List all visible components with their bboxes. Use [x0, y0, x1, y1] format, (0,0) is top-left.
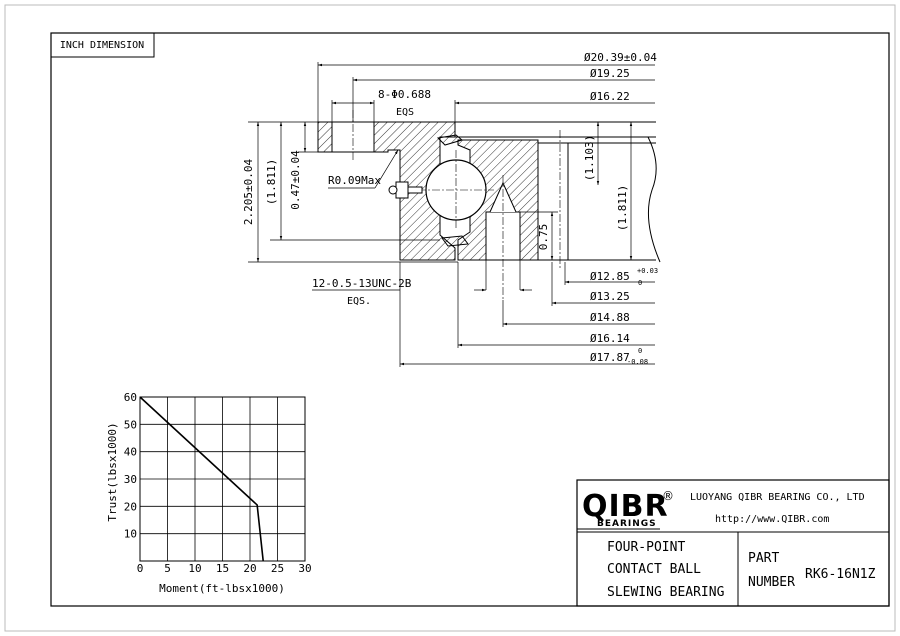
part-number: RK6-16N1Z: [805, 567, 876, 582]
dim-13-25: Ø13.25: [590, 290, 630, 303]
dim-17-87: Ø17.87: [590, 351, 630, 364]
chart-x-tick-label: 15: [216, 562, 229, 575]
chart-grid: [139, 396, 306, 562]
dim-1103: (1.103): [583, 135, 596, 181]
dim-outer-pcd: Ø19.25: [590, 67, 630, 80]
chart-xlabel: Moment(ft-lbsx1000): [159, 582, 285, 595]
chart-x-tick-label: 30: [298, 562, 311, 575]
chart-y-tick-label: 20: [124, 500, 137, 513]
dim-thread-eqs: EQS.: [347, 296, 371, 307]
logo-text: QIBR: [582, 489, 669, 524]
dim-16-14: Ø16.14: [590, 332, 630, 345]
title-block: [576, 479, 890, 607]
part-label-1: PART: [748, 551, 779, 566]
dim-14-88: Ø14.88: [590, 311, 630, 324]
dim-outer-holes: 8-Φ0.688: [378, 88, 431, 101]
chart-y-tick-label: 30: [124, 473, 137, 486]
dim-1811-right: (1.811): [616, 185, 629, 231]
header-label: INCH DIMENSION: [60, 40, 144, 51]
dim-17-87-tol-lower: -0.08: [627, 358, 648, 366]
bottom-seal: [441, 235, 469, 247]
logo-registered: ®: [662, 489, 674, 503]
description-line-2: CONTACT BALL: [607, 562, 701, 577]
dim-bore: Ø12.85: [590, 270, 630, 283]
dim-075: 0.75: [537, 224, 550, 251]
chart-y-tick-label: 40: [124, 446, 137, 459]
chart-ticks: 0 5 10 15 20 25 30 10 20 30 40 50 60: [124, 391, 312, 575]
dimension-text: Ø20.39±0.04 Ø19.25 Ø16.22 8-Φ0.688 EQS R…: [242, 51, 658, 366]
load-chart: 0 5 10 15 20 25 30 10 20 30 40 50 60 Moment(ft-lbsx1…: [106, 391, 312, 595]
dim-radius: R0.09Max: [328, 174, 381, 187]
part-label-2: NUMBER: [748, 575, 795, 590]
description-line-1: FOUR-POINT: [607, 540, 685, 555]
chart-y-tick-label: 60: [124, 391, 137, 404]
dim-047: 0.47±0.04: [289, 150, 302, 210]
dim-16-22: Ø16.22: [590, 90, 630, 103]
chart-y-tick-label: 10: [124, 528, 137, 541]
dim-thread: 12-0.5-13UNC-2B: [312, 277, 412, 290]
bearing-section: [317, 110, 661, 300]
dim-bore-tol-lower: 0: [638, 279, 642, 287]
chart-x-tick-label: 10: [188, 562, 201, 575]
dim-17-87-tol-upper: 0: [638, 347, 642, 355]
logo-subtitle: BEARINGS: [597, 519, 657, 529]
chart-x-tick-label: 5: [164, 562, 171, 575]
chart-y-tick-label: 50: [124, 418, 137, 431]
dim-outer-diameter: Ø20.39±0.04: [584, 51, 657, 64]
header-box: [50, 32, 155, 58]
company-website: http://www.QIBR.com: [715, 514, 829, 525]
chart-series: [139, 396, 264, 562]
chart-ylabel: Trust(lbsx1000): [106, 422, 119, 521]
dimension-lines: [248, 62, 655, 367]
dim-1811-left: (1.811): [265, 159, 278, 205]
chart-series-line: [139, 396, 264, 562]
chart-x-tick-label: 25: [271, 562, 284, 575]
outer-frame: [4, 4, 896, 632]
company-name: LUOYANG QIBR BEARING CO., LTD: [690, 492, 865, 503]
dim-bore-tol-upper: +0.03: [637, 267, 658, 275]
grease-nipple: [388, 181, 423, 199]
logo: QIBR ® BEARINGS: [582, 489, 674, 529]
dim-total-height: 2.205±0.04: [242, 159, 255, 226]
drawing-border: [50, 32, 890, 607]
dim-outer-holes-eqs: EQS: [396, 107, 414, 118]
chart-x-tick-label: 20: [243, 562, 256, 575]
description-line-3: SLEWING BEARING: [607, 585, 725, 600]
chart-x-tick-label: 0: [137, 562, 144, 575]
